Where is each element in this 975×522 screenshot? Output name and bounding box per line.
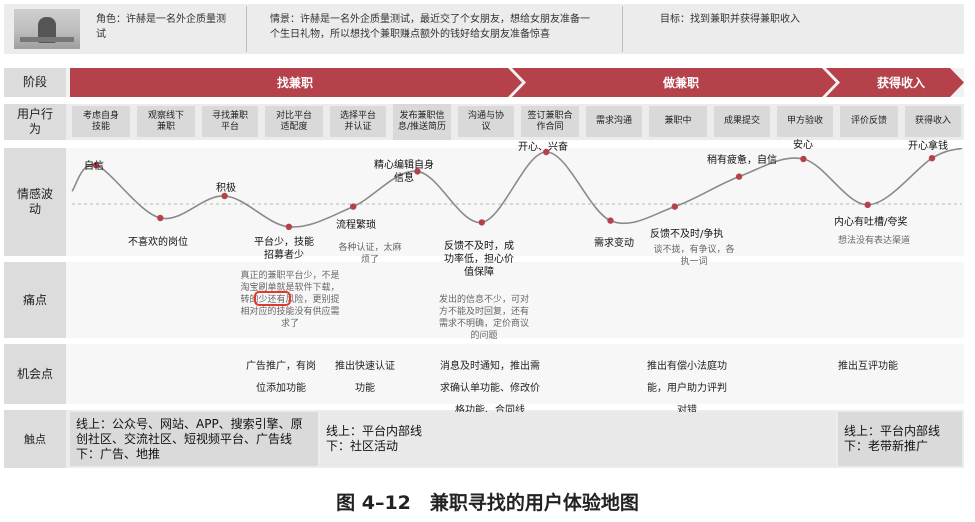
emotion-point	[92, 162, 100, 169]
emotion-point	[414, 168, 421, 175]
emotion-label: 安心	[793, 140, 813, 151]
row-label-stage: 阶段	[4, 68, 66, 97]
emotion-label: 内心有吐槽/夸奖	[834, 217, 908, 228]
opportunity-row-band	[4, 344, 964, 404]
emotion-label: 积极	[216, 183, 236, 194]
emotion-point	[478, 219, 485, 226]
emotion-label: 平台少，技能招募者少	[254, 237, 314, 261]
touchpoint-box-c	[838, 412, 962, 466]
emotion-point	[735, 173, 743, 180]
behavior-item: 沟通与协议	[458, 106, 514, 137]
row-label-pain: 痛点	[4, 262, 66, 338]
behavior-item: 需求沟通	[586, 106, 642, 137]
header-goal: 目标：找到兼职并获得兼职收入	[660, 14, 800, 25]
emotion-row-band	[4, 148, 964, 256]
emotion-label: 精心编辑自身信息	[374, 160, 434, 184]
emotion-note-dispute: 谈不拢，有争议，各执一词	[653, 245, 735, 267]
behavior-item: 寻找兼职平台	[202, 106, 258, 137]
row-label-emotion: 情感波动	[4, 148, 66, 256]
emotion-label: 反馈不及时，成功率低，担心价值保障	[444, 241, 514, 278]
emotion-label: 自信	[84, 161, 104, 172]
behavior-item: 评价反馈	[840, 106, 898, 137]
opportunity-item: 推出有偿小法庭功能，用户助力评判对错	[647, 361, 727, 416]
behavior-item: 兼职中	[649, 106, 707, 137]
emotion-point	[928, 155, 936, 162]
emotion-curve-chart	[71, 148, 963, 230]
figure-caption: 图 4–12 兼职寻找的用户体验地图	[336, 492, 639, 514]
header-role: 角色：许赫是一名外企质量测试	[96, 14, 226, 40]
emotion-point	[157, 214, 164, 222]
header-band	[4, 4, 964, 54]
pain-row-band	[4, 262, 964, 338]
behavior-item: 对比平台适配度	[265, 106, 323, 137]
behavior-item: 签订兼职合作合同	[521, 106, 579, 137]
emotion-curve-line	[71, 148, 963, 228]
behavior-item: 选择平台并认证	[330, 106, 386, 137]
persona-desk	[20, 37, 74, 42]
header-divider-1	[246, 6, 247, 52]
emotion-note-cert: 各种认证，太麻烦了	[338, 243, 402, 265]
behavior-item: 考虑自身技能	[72, 106, 130, 137]
emotion-point	[543, 148, 550, 156]
emotion-label: 开心、兴奋	[518, 142, 568, 153]
behavior-item: 甲方验收	[777, 106, 833, 137]
emotion-label: 不喜欢的岗位	[128, 237, 188, 248]
opportunity-item: 推出快速认证功能	[335, 361, 395, 394]
row-label-touchpoint: 触点	[4, 410, 66, 468]
emotion-label: 开心拿钱	[908, 141, 948, 152]
emotion-point	[607, 217, 614, 224]
persona-figure	[38, 17, 56, 43]
behavior-item: 获得收入	[905, 106, 961, 137]
behavior-item: 发布兼职信息/推送简历	[393, 104, 451, 140]
behavior-item: 观察线下兼职	[137, 106, 195, 137]
behavior-item: 成果提交	[714, 106, 770, 137]
emotion-point	[864, 201, 871, 208]
emotion-label: 需求变动	[594, 238, 634, 249]
stage-arrow-income	[826, 68, 964, 97]
stage-label-find: 找兼职	[276, 76, 313, 90]
pain-highlight-circle	[254, 291, 291, 306]
stage-arrow-find	[70, 68, 522, 97]
stage-arrows	[70, 68, 964, 97]
row-label-opportunity: 机会点	[4, 344, 66, 404]
touchpoint-box-a	[70, 412, 318, 466]
emotion-point	[350, 203, 357, 210]
emotion-label: 反馈不及时/争执	[650, 229, 724, 240]
emotion-label: 稍有疲惫，自信	[707, 155, 777, 166]
emotion-point	[800, 155, 807, 163]
opportunity-item: 推出互评功能	[838, 361, 898, 372]
touchpoint-box-b	[320, 412, 836, 466]
touchpoint-b: 线上：平台内部线下：社区活动	[326, 424, 423, 453]
stage-label-do: 做兼职	[662, 76, 699, 90]
header-scenario: 情景：许赫是一名外企质量测试，最近交了个女朋友，想给女朋友准备一个生日礼物，所以…	[270, 14, 590, 40]
row-label-behavior: 用户行为	[4, 104, 66, 140]
stage-label-income: 获得收入	[876, 76, 925, 90]
header-divider-2	[622, 6, 623, 52]
emotion-label: 流程繁琐	[336, 220, 376, 231]
opportunity-item: 消息及时通知，推出需求确认单功能、修改价格功能、合同线	[440, 361, 540, 416]
emotion-note-review: 想法没有表达渠道	[837, 236, 910, 246]
opportunity-item: 广告推广，有岗位添加功能	[246, 361, 316, 394]
emotion-point	[285, 223, 293, 230]
persona-photo	[14, 9, 80, 49]
stage-arrow-do	[512, 68, 836, 97]
emotion-point	[221, 192, 228, 200]
emotion-point	[671, 203, 678, 210]
touchpoint-c: 线上：平台内部线下：老带新推广	[844, 424, 941, 453]
touchpoint-a: 线上：公众号、网站、APP、搜索引擎、原创社区、交流社区、短视频平台、广告线下：…	[76, 417, 303, 461]
pain-feedback: 发出的信息不少，可对方不能及时回复，还有需求不明确，定价商议的问题	[438, 295, 529, 341]
